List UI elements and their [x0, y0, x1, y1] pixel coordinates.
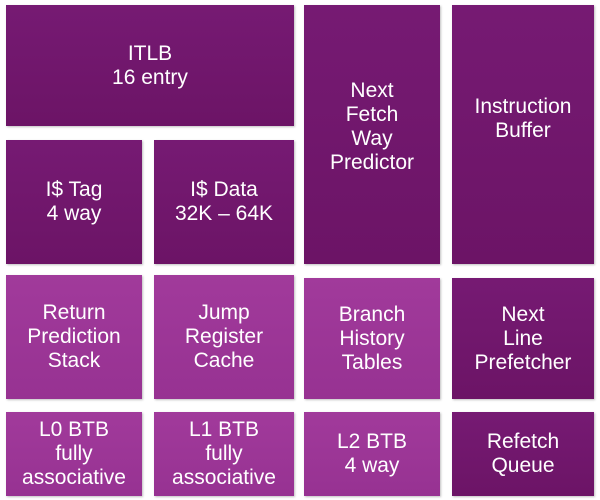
l2-btb-block: L2 BTB 4 way [304, 412, 440, 496]
jump-register-cache-label: Jump Register Cache [184, 301, 264, 372]
next-line-prefetcher-block: Next Line Prefetcher [452, 278, 594, 399]
l0-btb-label: L0 BTB fully associative [22, 418, 126, 489]
itlb-block: ITLB 16 entry [6, 5, 294, 126]
l2-btb-label: L2 BTB 4 way [336, 430, 408, 477]
branch-history-tables-block: Branch History Tables [304, 278, 440, 399]
return-prediction-stack-label: Return Prediction Stack [27, 301, 121, 372]
icache-data-block: I$ Data 32K – 64K [154, 140, 294, 264]
l1-btb-label: L1 BTB fully associative [172, 418, 276, 489]
itlb-label: ITLB 16 entry [112, 41, 188, 89]
next-fetch-way-predictor-label: Next Fetch Way Predictor [329, 78, 415, 174]
l0-btb-block: L0 BTB fully associative [6, 412, 142, 496]
next-fetch-way-predictor-block: Next Fetch Way Predictor [304, 5, 440, 264]
icache-tag-block: I$ Tag 4 way [6, 140, 142, 264]
refetch-queue-label: Refetch Queue [486, 430, 560, 477]
instruction-buffer-block: Instruction Buffer [452, 5, 594, 264]
refetch-queue-block: Refetch Queue [452, 412, 594, 496]
icache-data-label: I$ Data 32K – 64K [174, 178, 274, 225]
branch-history-tables-label: Branch History Tables [338, 302, 406, 374]
l1-btb-block: L1 BTB fully associative [154, 412, 294, 496]
next-line-prefetcher-label: Next Line Prefetcher [474, 302, 572, 374]
return-prediction-stack-block: Return Prediction Stack [6, 275, 142, 399]
instruction-buffer-label: Instruction Buffer [474, 94, 572, 142]
jump-register-cache-block: Jump Register Cache [154, 275, 294, 399]
icache-tag-label: I$ Tag 4 way [45, 178, 103, 225]
